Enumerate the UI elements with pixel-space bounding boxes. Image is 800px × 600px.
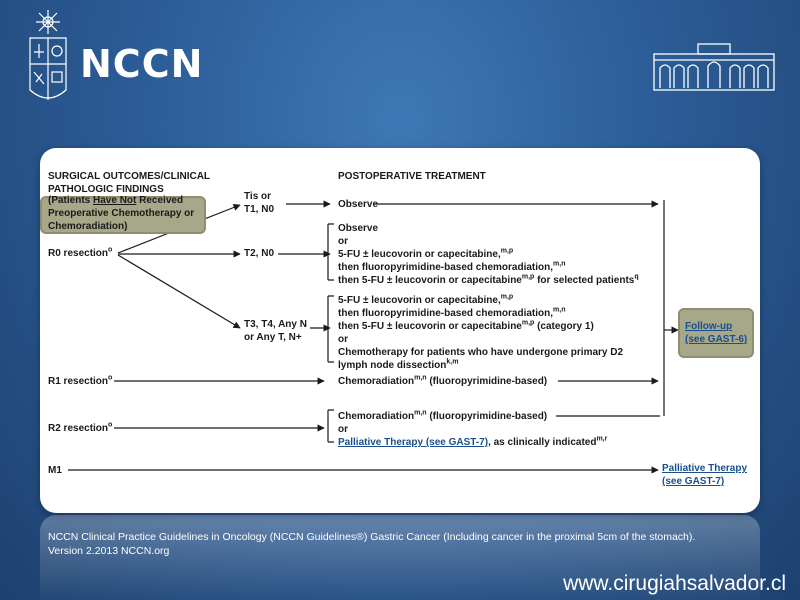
stage-t2-n0: T2, N0	[244, 248, 275, 259]
card-reflection	[40, 515, 760, 600]
website-url: www.cirugiahsalvador.cl	[563, 572, 786, 595]
bracket-t2	[327, 223, 334, 281]
followup-link[interactable]: Follow-up(see GAST-6)	[685, 321, 748, 345]
arrow-r0-to-t3	[117, 254, 241, 329]
flowchart-connectors	[68, 200, 679, 474]
r1-treatment-text: Chemoradiationm,n (fluoropyrimidine-base…	[338, 374, 548, 387]
followup-box	[678, 308, 754, 358]
bracket-t3	[327, 295, 334, 363]
m1-label: M1	[48, 465, 62, 476]
r0-resection-label: R0 resectiono	[48, 246, 113, 259]
r2-resection-label: R2 resectiono	[48, 421, 113, 434]
r2-treatment-text: Chemoradiationm,n (fluoropyrimidine-base…	[338, 409, 608, 448]
r1-resection-label: R1 resectiono	[48, 374, 113, 387]
patient-note-text: (Patients Have Not Received Preoperative…	[48, 195, 195, 232]
t2-treatment-text: Observe or 5-FU ± leucovorin or capecita…	[338, 223, 639, 286]
column-header-treatment: POSTOPERATIVE TREATMENT	[338, 171, 486, 182]
patient-note-box	[40, 196, 206, 234]
citation-text: NCCN Clinical Practice Guidelines in Onc…	[48, 531, 696, 557]
palliative-therapy-link[interactable]: Palliative Therapy (see GAST-7)	[338, 437, 489, 448]
m1-palliative-link[interactable]: Palliative Therapy(see GAST-7)	[662, 463, 748, 487]
university-emblem-icon	[29, 10, 67, 100]
bracket-r2	[327, 409, 334, 443]
t3-treatment-text: 5-FU ± leucovorin or capecitabine,m,p th…	[338, 293, 624, 371]
building-icon	[653, 43, 775, 91]
nccn-logo: NCCN	[80, 42, 204, 86]
observe-text: Observe	[338, 199, 379, 210]
